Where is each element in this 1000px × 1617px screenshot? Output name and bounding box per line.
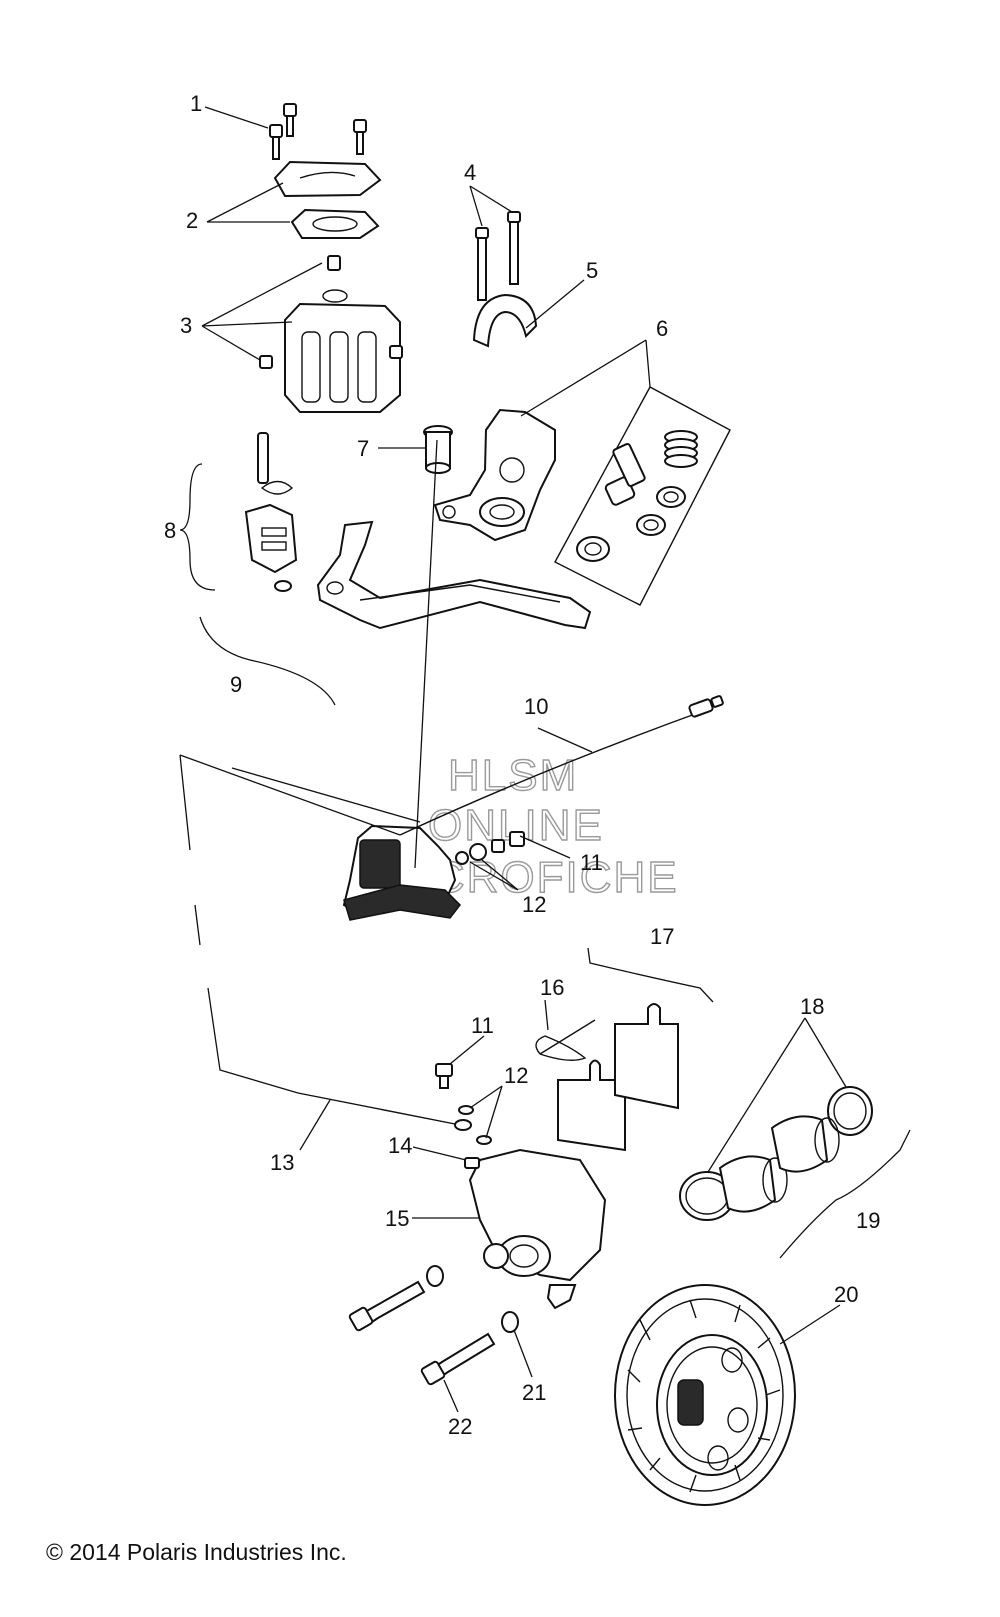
callout-14: 14 xyxy=(388,1133,412,1158)
callout-15: 15 xyxy=(385,1206,409,1231)
part-18-seals xyxy=(679,1086,873,1221)
part-1-screws xyxy=(269,103,367,160)
callout-numbers: 1 2 3 4 5 6 7 8 9 10 11 12 11 12 13 14 1… xyxy=(164,91,880,1439)
callout-7: 7 xyxy=(357,436,369,461)
callout-12-upper: 12 xyxy=(522,892,546,917)
watermark-line-1: HLSM xyxy=(448,751,578,800)
part-22-bolts xyxy=(348,1280,496,1386)
part-15-caliper xyxy=(468,1148,607,1310)
callout-3: 3 xyxy=(180,313,192,338)
callout-18: 18 xyxy=(800,994,824,1019)
part-6-piston-kit xyxy=(554,386,731,606)
part-9-brake-lever xyxy=(316,520,592,630)
part-17-brake-pads xyxy=(557,1003,679,1152)
copyright-notice: © 2014 Polaris Industries Inc. xyxy=(46,1539,347,1565)
part-8-latch-assembly xyxy=(244,432,298,592)
callout-8: 8 xyxy=(164,518,176,543)
callout-2: 2 xyxy=(186,208,198,233)
callout-11-lower: 11 xyxy=(471,1013,494,1038)
callout-6: 6 xyxy=(656,316,668,341)
part-4-clamp-screws xyxy=(475,211,521,301)
part-11-banjo-bolt-lower xyxy=(435,1063,453,1089)
part-13-brake-line xyxy=(179,754,472,1131)
callout-21: 21 xyxy=(522,1380,546,1405)
part-14-bleeder xyxy=(464,1157,480,1169)
callout-16: 16 xyxy=(540,975,564,1000)
callout-20: 20 xyxy=(834,1282,858,1307)
callout-5: 5 xyxy=(586,258,598,283)
part-21-washers xyxy=(426,1265,519,1333)
part-6-lever-bracket xyxy=(433,408,556,542)
callout-22: 22 xyxy=(448,1414,472,1439)
part-3-master-cylinder-body xyxy=(259,255,403,413)
part-7-pivot-pin xyxy=(423,425,453,474)
part-12-washers-lower xyxy=(458,1105,492,1145)
callout-12-lower: 12 xyxy=(504,1063,528,1088)
callout-11-upper: 11 xyxy=(580,850,603,875)
callout-4: 4 xyxy=(464,160,476,185)
part-2-reservoir-cover xyxy=(273,160,382,239)
callout-13: 13 xyxy=(270,1150,294,1175)
callout-1: 1 xyxy=(190,91,202,116)
callout-10: 10 xyxy=(524,694,548,719)
part-19-pistons xyxy=(718,1115,840,1213)
assembled-master-cylinder xyxy=(342,824,525,921)
part-10-switch-wire xyxy=(399,695,724,836)
part-16-pad-pin xyxy=(535,1019,596,1061)
leader-lines xyxy=(179,106,911,1413)
part-20-brake-disc xyxy=(614,1284,796,1506)
callout-19: 19 xyxy=(856,1208,880,1233)
callout-9: 9 xyxy=(230,672,242,697)
callout-17: 17 xyxy=(650,924,674,949)
part-5-clamp xyxy=(472,293,538,348)
